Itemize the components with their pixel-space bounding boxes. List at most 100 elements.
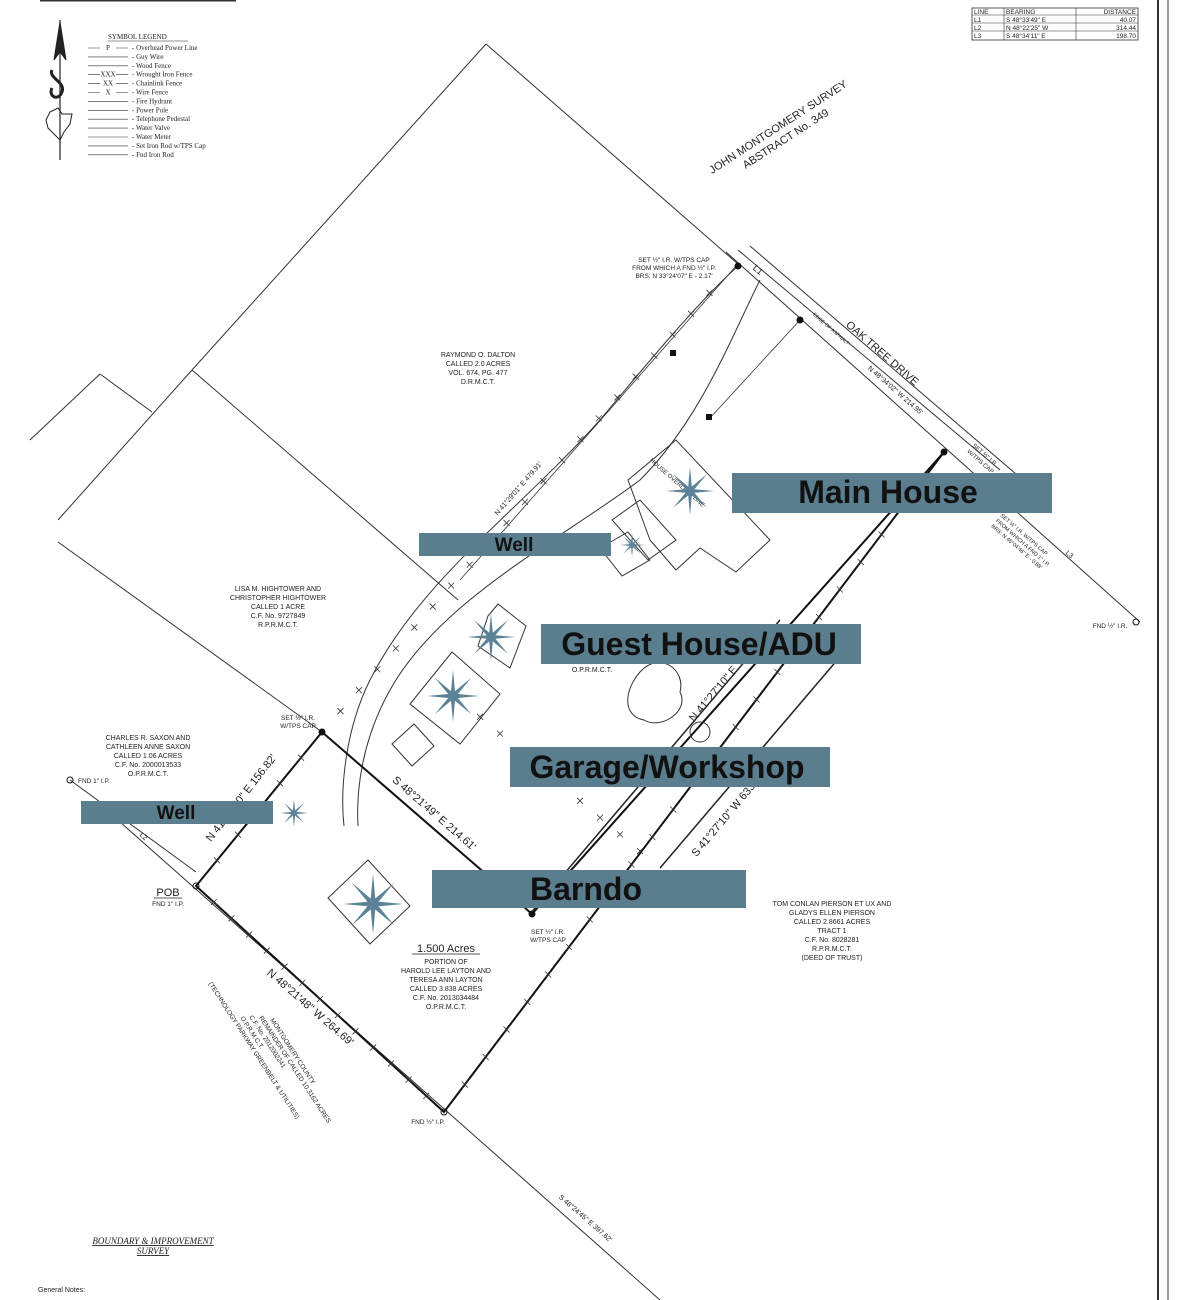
fence-x-mark: [496, 730, 504, 737]
fence-x-mark: [565, 943, 573, 951]
fence-x-mark: [544, 971, 552, 978]
line-table-cell: N 48°22'25" W: [1006, 24, 1049, 32]
owner-label-line: (DEED OF TRUST): [802, 955, 863, 962]
fence-x-mark: [245, 931, 253, 938]
legend-item-label: - Water Meter: [132, 133, 172, 141]
pob-sub: FND 1" I.P.: [152, 901, 184, 908]
owner-label-line: LISA M. HIGHTOWER AND: [235, 586, 321, 593]
improvement-markers: [280, 467, 714, 934]
acreage-title: 1.500 Acres: [417, 943, 476, 955]
fence-x-mark: [586, 916, 594, 923]
fence-x-mark: [337, 707, 344, 715]
pob-label: POB: [156, 887, 179, 899]
fence-x-mark: [297, 754, 305, 761]
legend-symbol: P: [106, 44, 110, 52]
owner-label-line: R.P.R.M.C.T.: [812, 946, 852, 953]
owner-label-line: CALLED 1.06 ACRES: [114, 753, 183, 760]
fence-x-mark: [482, 1053, 489, 1061]
fence-x-mark: [706, 289, 713, 297]
owner-label-line: W/TPS CAP: [280, 723, 316, 730]
fence-x-mark: [669, 806, 677, 813]
callout-guest-house[interactable]: Guest House/ADU: [541, 624, 861, 664]
callout-well-1[interactable]: Well: [419, 533, 611, 556]
legend-item-label: - Power Pole: [132, 106, 168, 114]
owner-label-line: C.F. No. 2013034484: [413, 995, 479, 1002]
legend-symbol: X: [105, 89, 110, 97]
fence-x-mark: [524, 998, 531, 1006]
line-table-cell: 40.07: [1120, 17, 1137, 24]
legend-item-label: - Guy Wire: [132, 53, 163, 61]
callout-well-2[interactable]: Well: [81, 801, 273, 824]
legend-item-label: - Fire Hydrant: [132, 97, 172, 105]
owner-label-line: SET ½" I.R.: [281, 714, 315, 722]
fence-x-mark: [429, 603, 437, 610]
structures: [327, 439, 771, 945]
fence-x-mark: [281, 963, 288, 970]
owner-label-line: VOL. 674, PG. 477: [448, 370, 507, 377]
legend-item-label: - Set Iron Rod w/TPS Cap: [132, 142, 206, 150]
owner-label-line: HAROLD LEE LAYTON AND: [401, 968, 491, 975]
legend-symbol-bg: [100, 70, 116, 78]
legend-item-label: - Telephone Pedestal: [132, 115, 190, 123]
line-table-header: LINE: [974, 9, 989, 16]
legend-symbol-bg: [100, 79, 116, 87]
monument-fnd-bottom: FND ½" I.P.: [411, 1118, 445, 1126]
legend-symbol-bg: [100, 88, 116, 96]
legend-symbol-bg: [100, 44, 116, 51]
owner-label-line: O.P.R.M.C.T.: [426, 1004, 466, 1011]
owner-label-line: GLADYS ELLEN PIERSON: [789, 910, 875, 917]
owner-label-line: CATHLEEN ANNE SAXON: [106, 744, 190, 751]
fence-x-mark: [410, 624, 418, 631]
line-table-header: DISTANCE: [1104, 9, 1137, 16]
fence-x-mark: [596, 814, 604, 821]
owner-label-line: PORTION OF: [424, 959, 467, 966]
fence-x-mark: [836, 586, 844, 593]
owner-label-line: R.P.R.M.C.T.: [258, 622, 298, 629]
legend-item-label: - Fnd Iron Rod: [132, 151, 174, 159]
owner-label-line: SET ½" I.R.: [531, 928, 565, 936]
general-notes: General Notes:: [38, 1287, 85, 1294]
callout-garage[interactable]: Garage/Workshop: [510, 747, 830, 787]
fence-x-mark: [276, 780, 284, 787]
owner-label-line: SET ½" I.R. W/TPS CAP: [638, 256, 710, 264]
fence-x-mark: [392, 645, 400, 652]
fence-x-mark: [650, 352, 658, 359]
fence-x-mark: [636, 847, 644, 855]
owner-label-line: FROM WHICH A FND ½" I.P.: [632, 264, 716, 272]
line-table-cell: L3: [974, 33, 982, 40]
legend-item-label: - Water Valve: [132, 124, 170, 132]
fence-x-mark: [213, 857, 221, 864]
owner-label-line: TERESA ANN LAYTON: [409, 977, 482, 984]
owner-label-line: BRS: N 33°24'07" E - 2.17': [635, 272, 712, 280]
power-line: [459, 265, 801, 581]
fence-x-mark: [369, 1044, 377, 1051]
fence-x-mark: [669, 331, 676, 339]
title-line-2: SURVEY: [137, 1246, 170, 1256]
fence-x-mark: [732, 723, 739, 731]
owner-label-line: C.F. No. 9727849: [251, 613, 306, 620]
owner-label-line: CHRISTOPHER HIGHTOWER: [230, 595, 326, 602]
fence-x-mark: [263, 947, 271, 954]
callout-barndo[interactable]: Barndo: [432, 870, 746, 908]
callout-main-house[interactable]: Main House: [732, 473, 1052, 513]
legend-title: SYMBOL LEGEND: [108, 33, 167, 41]
fence-x-mark: [423, 1092, 430, 1100]
well-2-marker-icon: [280, 799, 308, 827]
fence-x-mark: [352, 1028, 359, 1035]
barndo-marker-icon: [343, 874, 403, 934]
fence-x-mark: [774, 668, 781, 676]
legend-items: P- Overhead Power Line- Guy Wire- Wood F…: [88, 44, 206, 159]
fence-x-mark: [628, 861, 635, 868]
callout-barndo-label: Barndo: [530, 871, 642, 907]
fence-x-mark: [878, 531, 885, 538]
fence-x-mark: [616, 831, 624, 838]
owner-label-line: C.F. No. 8028281: [805, 937, 860, 944]
fence-x-mark: [228, 915, 235, 922]
fence-x-mark: [476, 713, 484, 721]
fence-x-mark: [687, 310, 695, 318]
legend-item-label: - Chainlink Fence: [132, 80, 182, 88]
fence-x-mark: [355, 686, 363, 694]
owner-label-line: O.P.R.M.C.T.: [128, 771, 168, 778]
